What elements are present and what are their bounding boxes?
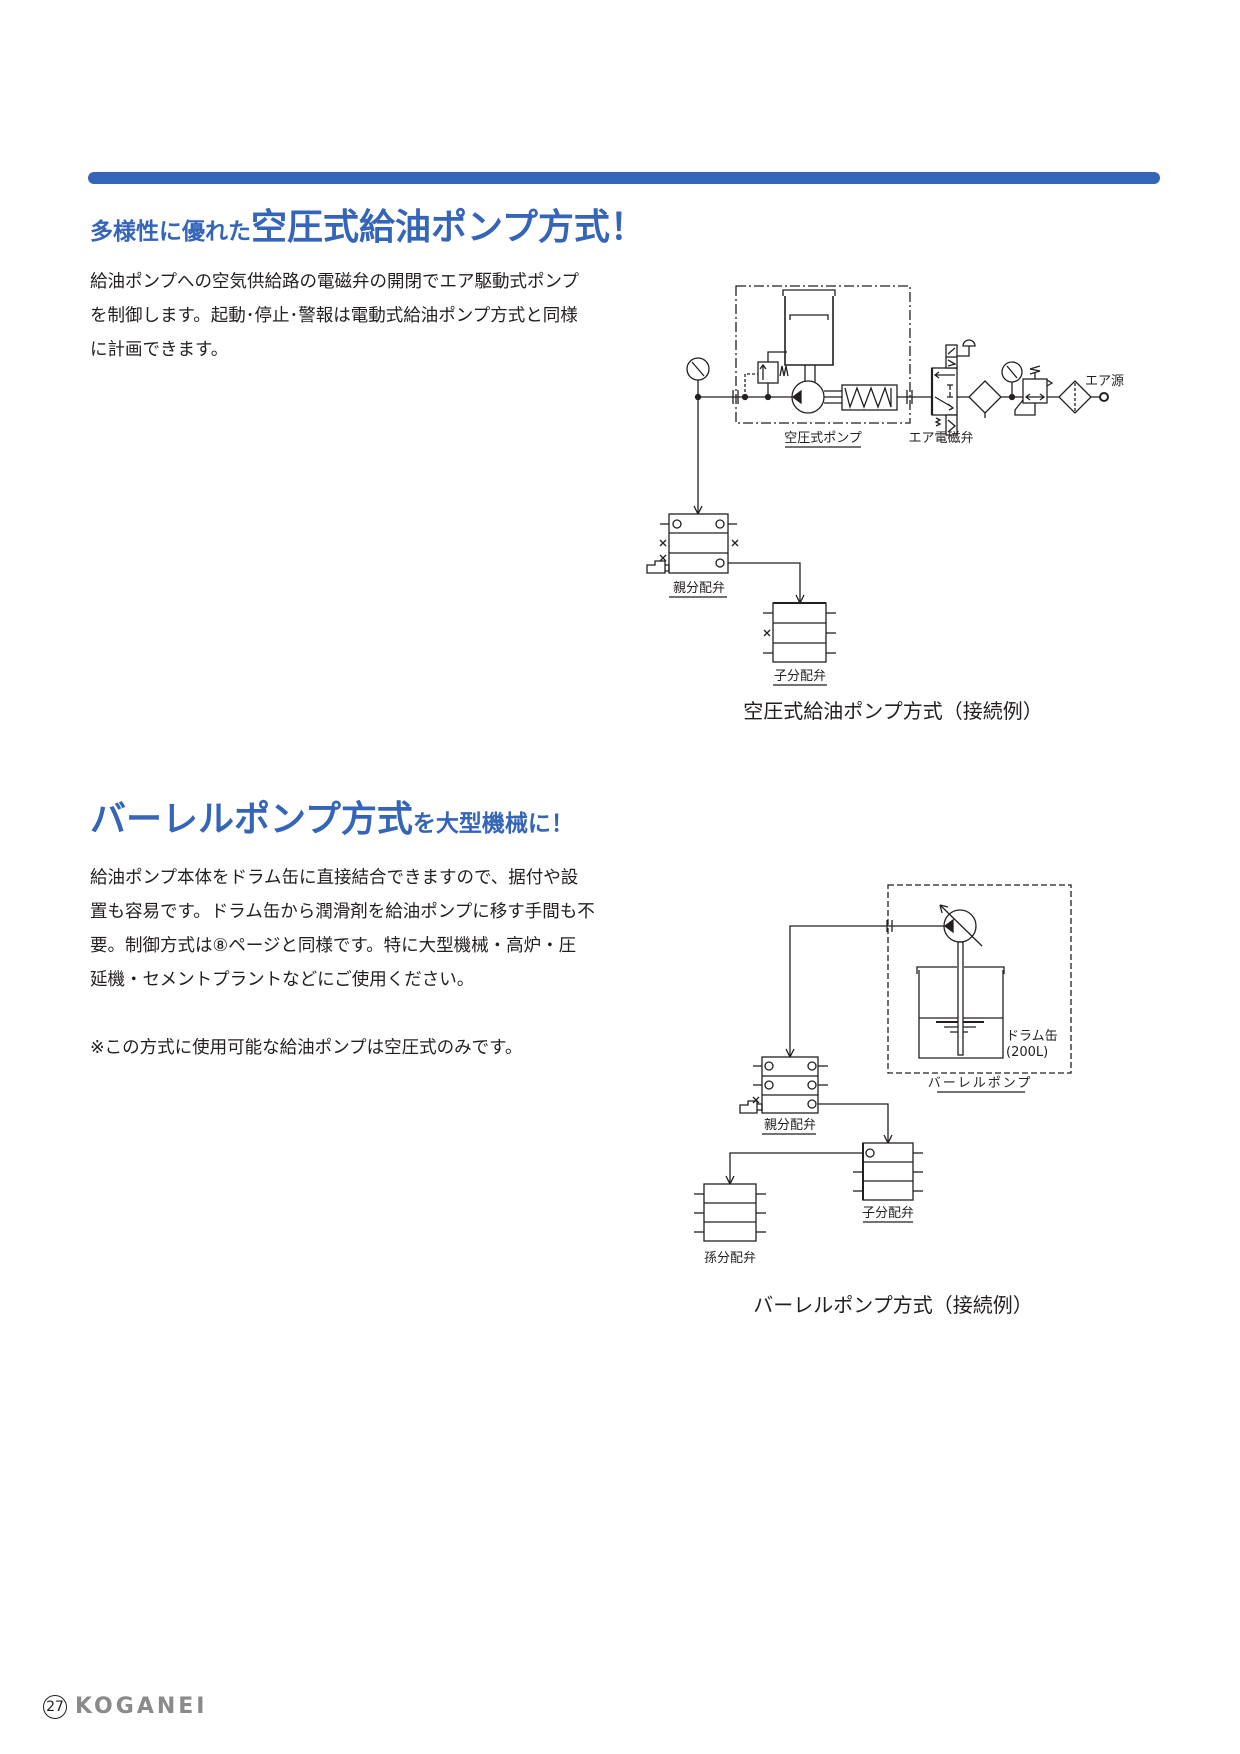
body-line: 置も容易です。ドラム缶から潤滑剤を給油ポンプに移す手間も不 (90, 902, 595, 922)
drum-capacity-label: (200L) (1006, 1045, 1048, 1060)
section1-heading: 多様性に優れた空圧式給油ポンプ方式！ (90, 198, 646, 250)
barrel-pump-boundary (887, 884, 1072, 1074)
solenoid-valve-icon (930, 339, 976, 436)
valve-label: エア電磁弁 (908, 431, 973, 446)
pressure-gauge-icon (1001, 361, 1023, 401)
body-line: に計画できます。 (90, 340, 229, 360)
child-distributor-icon (763, 602, 836, 663)
child-distributor-icon (853, 1142, 923, 1201)
air-source-label: エア源 (1085, 374, 1124, 389)
filter-icon (968, 380, 1002, 418)
diagram2-caption: バーレルポンプ方式（接続例） (753, 1293, 1032, 1317)
variable-pump-icon (939, 904, 983, 947)
section-divider-bar (88, 172, 1160, 184)
relief-valve-icon (757, 351, 789, 397)
section1-body: 給油ポンプへの空気供給路の電磁弁の開閉でエア駆動式ポンプ を制御します。起動･停… (90, 265, 600, 367)
air-cylinder-icon (841, 384, 898, 411)
pressure-gauge-icon (686, 357, 710, 381)
body-line: 給油ポンプへの空気供給路の電磁弁の開閉でエア駆動式ポンプ (90, 272, 579, 292)
body-line: 延機・セメントプラントなどにご使用ください。 (90, 970, 475, 990)
pump-unit-boundary (735, 285, 911, 424)
body-line: を制御します。起動･停止･警報は電動式給油ポンプ方式と同様 (90, 306, 578, 326)
junction-dot (694, 393, 702, 401)
air-source-icon (1099, 392, 1109, 402)
parent-distributor-label: 親分配弁 (673, 581, 725, 596)
regulator-icon (1014, 365, 1054, 416)
barrel-pump-diagram: ドラム缶 (200L) バーレルポンプ 親分配弁 子分配弁 (694, 884, 1072, 1317)
note-text: ※この方式に使用可能な給油ポンプは空圧式のみです。 (90, 1038, 523, 1058)
heading-small-text: を大型機械に！ (412, 811, 574, 837)
lubricator-icon (1058, 380, 1092, 414)
section2-body: 給油ポンプ本体をドラム缶に直接結合できますので、据付や設 置も容易です。ドラム缶… (90, 861, 600, 1065)
reservoir-icon (782, 289, 836, 382)
barrel-pump-label: バーレルポンプ (928, 1076, 1033, 1091)
brand-logo: KOGANEI (75, 1694, 208, 1719)
section2-heading: バーレルポンプ方式を大型機械に！ (90, 790, 574, 842)
pushbutton-icon (957, 339, 976, 357)
body-line: 給油ポンプ本体をドラム缶に直接結合できますので、据付や設 (90, 868, 579, 888)
child-distributor-label: 子分配弁 (862, 1206, 914, 1221)
parent-distributor-icon (739, 1056, 828, 1114)
pilot-line (744, 373, 758, 397)
heading-large-text: 空圧式給油ポンプ方式！ (251, 207, 646, 248)
body-line: 要。制御方式は⑧ページと同様です。特に大型機械・高炉・圧 (90, 936, 577, 956)
grandchild-distributor-label: 孫分配弁 (704, 1251, 756, 1266)
heading-small-text: 多様性に優れた (90, 219, 251, 245)
pump-label: 空圧式ポンプ (784, 431, 862, 446)
pneumatic-pump-diagram: エア源 空圧式ポンプ エア電磁弁 親分配弁 子分配弁 空圧式給油ポンプ方式（接続 (646, 285, 1124, 723)
grandchild-distributor-icon (694, 1183, 766, 1242)
drum-label: ドラム缶 (1006, 1029, 1058, 1044)
page-footer: 27 KOGANEI (43, 1694, 207, 1719)
parent-distributor-label: 親分配弁 (764, 1118, 816, 1133)
parent-distributor-icon (646, 513, 739, 574)
heading-large-text: バーレルポンプ方式 (90, 799, 413, 840)
pump-icon (791, 380, 825, 414)
diagram1-caption: 空圧式給油ポンプ方式（接続例） (743, 699, 1042, 723)
drum-icon (916, 941, 1005, 1059)
child-distributor-label: 子分配弁 (774, 669, 826, 684)
page-number: 27 (43, 1694, 67, 1719)
